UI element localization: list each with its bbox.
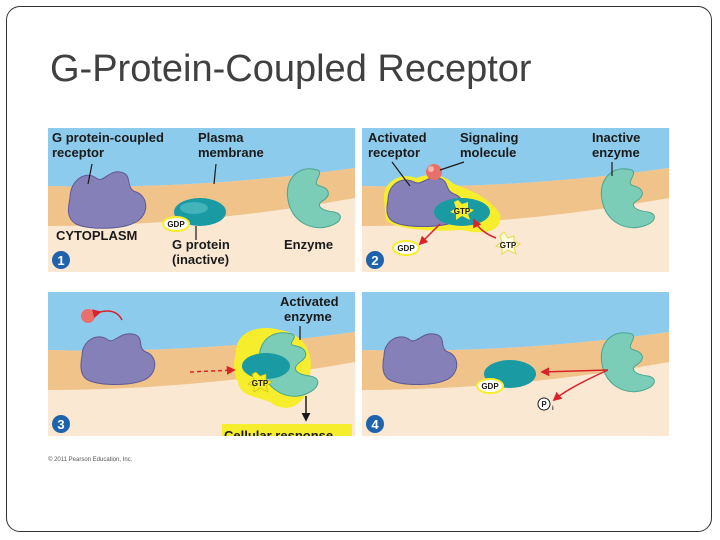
g-protein-shape (242, 353, 290, 379)
membrane-pointer (213, 163, 217, 185)
receptor-label-line1: G protein-coupled (52, 130, 164, 145)
g-protein-motion-arrow (189, 365, 236, 375)
gtp-label: GTP (252, 379, 269, 388)
gdp-release-arrow (418, 223, 441, 246)
step-number: 4 (371, 417, 379, 432)
gtp-burst (247, 371, 273, 393)
receptor-pointer (87, 163, 93, 185)
receptor-shape (67, 171, 147, 229)
g-protein-label-line1: G protein (172, 237, 230, 252)
step-number: 2 (371, 253, 378, 268)
receptor-label-line2: receptor (368, 145, 420, 160)
enzyme-label-line1: Activated (280, 294, 339, 309)
enzyme-label-line2: enzyme (284, 309, 332, 324)
phosphate-circle (537, 397, 551, 411)
step-number: 1 (57, 253, 64, 268)
cellular-response-label: Cellular response (224, 428, 333, 436)
receptor-pointer (391, 161, 411, 187)
extracellular-region (48, 128, 355, 187)
free-gtp-label: GTP (500, 241, 517, 250)
phosphate-release-arrow (552, 369, 609, 402)
signal-pointer (439, 161, 465, 171)
receptor-shape (80, 333, 156, 385)
signal-release-arrow (91, 309, 123, 321)
phosphate-label: P (541, 400, 547, 409)
enzyme-label: Enzyme (284, 237, 333, 252)
signaling-molecule-shine (428, 166, 434, 172)
panel-step-3: GTP Activated enzyme Cellular response 3 (48, 292, 355, 436)
g-protein-label-line2: (inactive) (172, 252, 229, 267)
enzyme-shape (286, 168, 341, 229)
g-protein-shine (180, 202, 208, 214)
slide-frame (6, 6, 712, 532)
gtp-binding-arrow (473, 218, 497, 239)
receptor-shape (382, 333, 458, 385)
step-badge (52, 415, 70, 433)
signaling-molecule-shape (426, 164, 442, 180)
phosphate-subscript: i (552, 406, 554, 412)
gdp-label: GDP (397, 244, 415, 253)
cytoplasm-label: CYTOPLASM (56, 228, 137, 243)
step-number: 3 (57, 417, 64, 432)
panel-step-1: GDP G protein-coupled receptor Plasma me… (48, 128, 355, 272)
membrane-label-line1: Plasma (198, 130, 244, 145)
gtp-label: GTP (454, 207, 471, 216)
free-gtp-burst (494, 231, 522, 255)
signal-label-line1: Signaling (460, 130, 519, 145)
enzyme-shape (600, 332, 655, 393)
g-protein-return-arrow (540, 367, 609, 377)
panel-step-2: GTP GDP GTP Activated receptor Signaling… (362, 128, 669, 272)
signal-label-line2: molecule (460, 145, 516, 160)
enzyme-label-line2: enzyme (592, 145, 640, 160)
slide-title: G-Protein-Coupled Receptor (50, 48, 532, 90)
released-signal-shape (81, 309, 95, 323)
step-badge (366, 251, 384, 269)
receptor-label-line1: Activated (368, 130, 427, 145)
enzyme-label-line1: Inactive (592, 130, 640, 145)
receptor-label-line2: receptor (52, 145, 104, 160)
copyright-notice: © 2011 Pearson Education, Inc. (48, 457, 133, 463)
gdp-label: GDP (167, 220, 185, 229)
panel-step-4: GDP P i 4 (362, 292, 669, 436)
gdp-oval (476, 378, 504, 394)
membrane-label-line2: membrane (198, 145, 264, 160)
response-highlight (222, 424, 352, 436)
gdp-label: GDP (481, 382, 499, 391)
step-badge (366, 415, 384, 433)
gdp-oval (162, 216, 190, 232)
gtp-burst (450, 200, 474, 220)
gdp-oval (392, 240, 420, 256)
inactive-enzyme-shape (600, 168, 655, 229)
step-badge (52, 251, 70, 269)
